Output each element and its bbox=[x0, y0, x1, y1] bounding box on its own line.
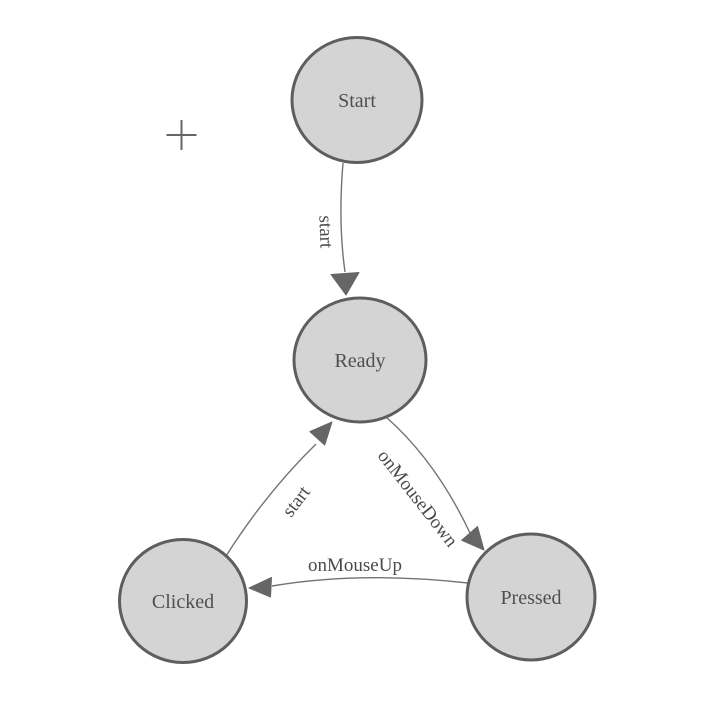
edge-start-to-ready[interactable]: start bbox=[314, 162, 360, 296]
node-circle[interactable] bbox=[292, 296, 428, 424]
node-circle[interactable] bbox=[118, 538, 248, 664]
node-pressed[interactable]: Pressed bbox=[465, 532, 597, 662]
edge-line[interactable] bbox=[340, 162, 346, 273]
arrowhead-icon bbox=[309, 421, 333, 446]
edge-label-onmousedown: onMouseDown bbox=[373, 446, 462, 552]
edge-clicked-to-ready[interactable]: start bbox=[225, 421, 333, 557]
node-ready[interactable]: Ready bbox=[292, 296, 428, 424]
node-label-pressed: Pressed bbox=[500, 587, 561, 609]
node-label-ready: Ready bbox=[334, 350, 385, 372]
edge-line[interactable] bbox=[225, 443, 317, 557]
arrowhead-icon bbox=[248, 577, 272, 598]
arrowhead-icon bbox=[330, 272, 360, 296]
edge-line[interactable] bbox=[385, 416, 471, 534]
edge-ready-to-pressed[interactable]: onMouseDown bbox=[373, 416, 485, 552]
edge-label-onmouseup: onMouseUp bbox=[308, 555, 402, 576]
edge-label-start-2: start bbox=[278, 482, 315, 521]
plus-crosshair-icon bbox=[166, 120, 197, 150]
edge-line[interactable] bbox=[271, 576, 469, 587]
node-label-start: Start bbox=[338, 90, 376, 112]
node-circle[interactable] bbox=[290, 36, 424, 164]
node-start[interactable]: Start bbox=[290, 36, 424, 164]
edge-label-start: start bbox=[314, 215, 336, 249]
node-label-clicked: Clicked bbox=[152, 591, 214, 613]
edge-pressed-to-clicked[interactable]: onMouseUp bbox=[248, 555, 469, 598]
node-circle[interactable] bbox=[465, 532, 597, 662]
arrowhead-icon bbox=[461, 526, 485, 551]
node-clicked[interactable]: Clicked bbox=[118, 538, 248, 664]
